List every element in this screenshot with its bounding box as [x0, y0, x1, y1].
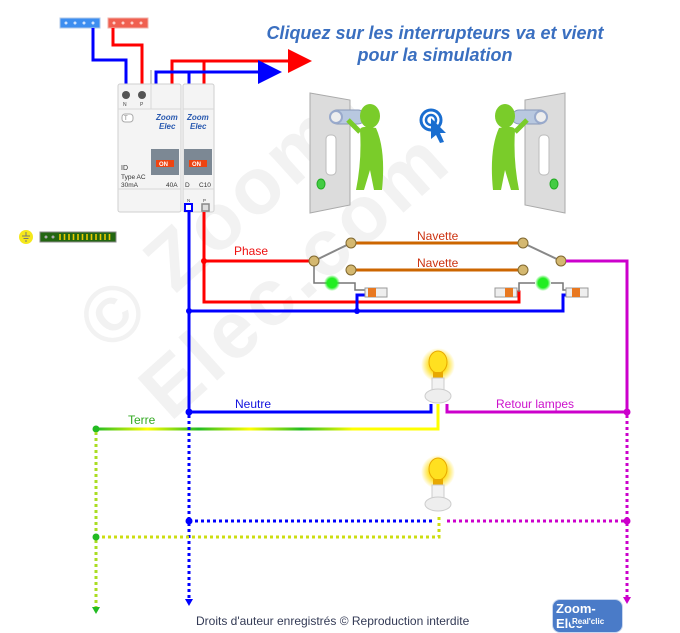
rcd-type-1: ID [121, 165, 128, 172]
retour-label: Retour lampes [496, 397, 575, 411]
neutral-arrow-icon [185, 599, 193, 606]
rcd-rating: 40A [166, 182, 178, 189]
earth-junction-2 [92, 533, 100, 541]
earth-lamp-wire [96, 404, 440, 431]
return-arrow-icon [623, 597, 631, 604]
neutral-junction-4 [185, 517, 193, 525]
return-junction [623, 408, 631, 416]
return-junction-2 [623, 517, 631, 525]
left-indicator-light [324, 275, 340, 291]
logo-subtext: Real'clic [570, 617, 607, 626]
navette-bottom-label: Navette [417, 256, 459, 270]
instruction-line-2: pour la simulation [357, 45, 513, 65]
right-switch-indicator-icon [549, 178, 559, 190]
neutral-junction-3 [185, 408, 193, 416]
copyright-footer: Droits d'auteur enregistrés © Reproducti… [196, 614, 470, 628]
lightbulb-icon [428, 350, 448, 374]
lightbulb-icon [428, 457, 448, 481]
neutral-junction-2 [354, 308, 360, 314]
rcd-module [117, 70, 182, 213]
mcb-terminal-p-label: P [203, 198, 206, 203]
mcb-module [182, 83, 215, 213]
neutral-junction-1 [186, 308, 192, 314]
earth-arrow-icon [92, 607, 100, 614]
earth-icon [19, 230, 33, 244]
rcd-test-button[interactable] [121, 113, 134, 123]
rcd-test-label: T [124, 116, 128, 122]
phase-label: Phase [234, 244, 269, 258]
left-switch[interactable] [308, 237, 388, 298]
left-switch-indicator-icon [316, 178, 326, 190]
logo-text: Zoom-Elec [552, 599, 623, 633]
earth-junction [92, 425, 100, 433]
navette-top-label: Navette [417, 229, 459, 243]
mcb-curve: D [185, 182, 190, 189]
neutral-supply-bar [59, 17, 101, 29]
instruction-title: Cliquez sur les interrupteurs va et vien… [240, 22, 630, 66]
rcd-brand-2: Elec [159, 122, 176, 131]
rcd-terminal-p-label: P [140, 102, 144, 108]
right-switch[interactable] [494, 237, 589, 298]
mcb-terminal-p [201, 203, 210, 212]
earth-bar [19, 230, 117, 244]
terre-label: Terre [128, 413, 156, 427]
phase-supply-bar [107, 17, 149, 29]
phase-supply-wire [111, 28, 144, 84]
dotted-extension-wires [94, 415, 629, 607]
click-cursor-icon [419, 108, 446, 143]
rcd-brand-1: Zoom [155, 113, 178, 122]
neutral-indicator-wire-2 [355, 293, 365, 311]
rcd-terminal-n [122, 91, 130, 99]
mcb-brand-1: Zoom [186, 113, 209, 122]
rcd-terminal-n-label: N [123, 102, 127, 108]
phase-junction [201, 258, 207, 264]
rcd-terminal-p [138, 91, 146, 99]
mcb-terminal-n [184, 203, 193, 212]
neutral-supply-wire [91, 28, 128, 84]
mcb-brand-2: Elec [190, 122, 207, 131]
rcd-type-2: Type AC [121, 174, 146, 181]
mcb-state: ON [192, 162, 201, 168]
neutral-out-wire [154, 60, 282, 84]
mcb-terminal-n-label: N [187, 198, 190, 203]
left-switch-illustration[interactable] [309, 92, 384, 214]
zoom-elec-logo[interactable]: Zoom-Elec Real'clic [528, 597, 623, 633]
neutre-label: Neutre [235, 397, 272, 411]
lamp-1 [421, 348, 455, 404]
right-switch-illustration[interactable] [491, 92, 566, 214]
right-indicator-light [535, 275, 551, 291]
instruction-line-1: Cliquez sur les interrupteurs va et vien… [266, 23, 604, 43]
rcd-state: ON [159, 162, 168, 168]
rcd-sensitivity: 30mA [121, 182, 139, 189]
lamp-2 [421, 455, 455, 512]
mcb-rating: C10 [199, 182, 211, 189]
